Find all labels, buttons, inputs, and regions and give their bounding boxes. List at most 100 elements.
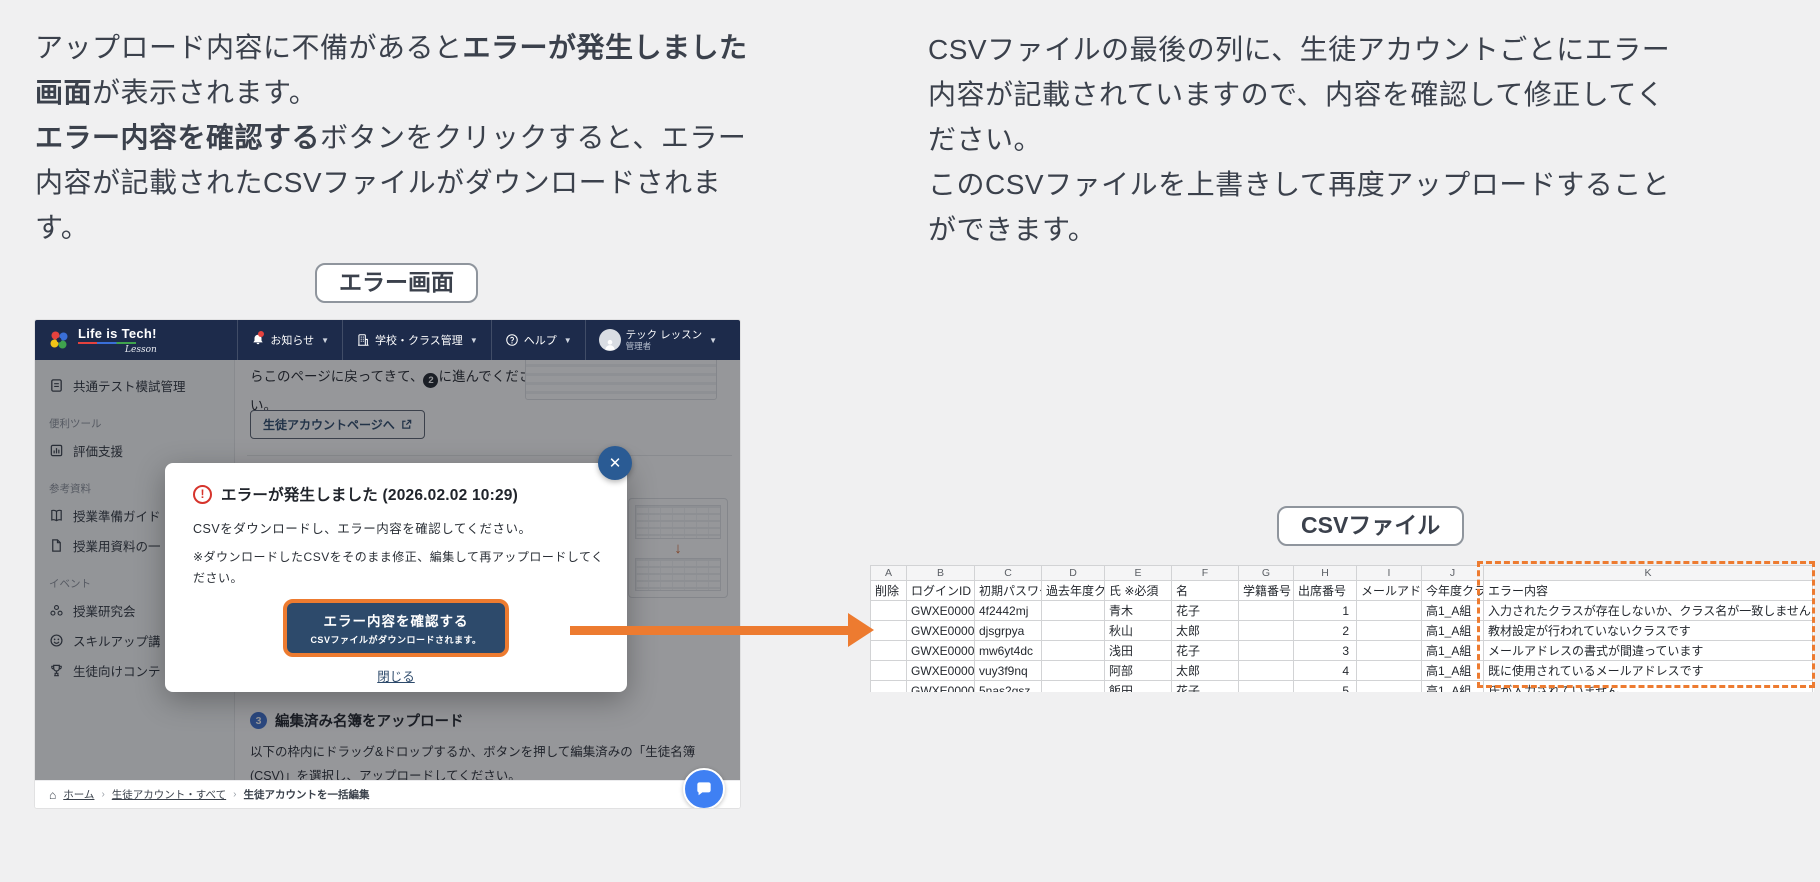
modal-note-text: ※ダウンロードしたCSVをそのまま修正、編集して再アップロードしてください。: [193, 550, 604, 585]
column-letter-cell: A: [870, 565, 907, 581]
csv-cell: [1356, 600, 1422, 621]
user-name: テック レッスン: [625, 328, 703, 341]
csv-cell: [870, 680, 907, 692]
csv-cell: 2: [1293, 620, 1357, 641]
chevron-down-icon: ▼: [563, 335, 572, 345]
csv-cell: [1238, 620, 1294, 641]
student-account-page-button[interactable]: 生徒アカウントページへ: [250, 410, 425, 439]
nav-item-school-class[interactable]: 学校・クラス管理 ▼: [342, 320, 491, 360]
column-letter-cell: B: [906, 565, 975, 581]
sidebar-item-workshop[interactable]: 授業研究会: [49, 595, 234, 625]
csv-cell: [870, 620, 907, 641]
column-letter-cell: J: [1421, 565, 1484, 581]
sidebar-group-tools: 便利ツール: [49, 418, 102, 430]
csv-cell: [1238, 660, 1294, 681]
csv-cell: GWXE00005: [906, 680, 975, 692]
csv-cell: 花子: [1171, 680, 1239, 692]
column-letter-cell: D: [1041, 565, 1105, 581]
user-role: 管理者: [625, 341, 652, 352]
nav-label: 学校・クラス管理: [375, 335, 463, 347]
csv-cell: [870, 600, 907, 621]
csv-cell: [1356, 680, 1422, 692]
instruction-text-part: い。: [250, 398, 277, 413]
csv-cell: 秋山: [1104, 620, 1172, 641]
column-letter-cell: E: [1104, 565, 1172, 581]
sidebar-item-label: 授業準備ガイド: [73, 509, 161, 524]
top-navbar: Life is Tech! Lesson お知らせ ▼ 学校・クラス管理 ▼: [35, 320, 740, 360]
sidebar-item-lesson-materials[interactable]: 授業用資料の一: [49, 530, 234, 560]
left-paragraph: アップロード内容に不備があるとエラーが発生しました画面が表示されます。エラー内容…: [35, 32, 748, 243]
csv-cell: djsgrpya: [974, 620, 1042, 641]
csv-cell: [1238, 680, 1294, 692]
csv-cell: 初期パスワー: [974, 580, 1042, 601]
csv-cell: [1356, 620, 1422, 641]
csv-cell: 高1_A組: [1421, 640, 1484, 661]
thumbnail-image: [635, 505, 721, 539]
csv-cell: mw6yt4dc: [974, 640, 1042, 661]
column-letter-cell: H: [1293, 565, 1357, 581]
chat-button[interactable]: [683, 768, 725, 808]
user-menu[interactable]: テック レッスン 管理者 ▼: [584, 320, 730, 360]
step3-badge: 3: [250, 712, 267, 729]
app-logo[interactable]: Life is Tech! Lesson: [47, 326, 157, 355]
csv-cell: [870, 660, 907, 681]
sidebar-item-label: 授業用資料の一: [73, 539, 161, 554]
sidebar-item-label: 生徒向けコンテ: [73, 664, 161, 679]
person-icon: [604, 339, 615, 350]
sidebar-item-student-content[interactable]: 生徒向けコンテ: [49, 655, 234, 685]
column-letter-cell: F: [1171, 565, 1239, 581]
nav-label: お知らせ: [270, 335, 315, 347]
logo-subtext: Lesson: [125, 344, 157, 355]
sidebar-item-skillup[interactable]: スキルアップ講: [49, 625, 234, 655]
csv-cell: GWXE00002: [906, 620, 975, 641]
breadcrumb-home-link[interactable]: ホーム: [63, 789, 95, 801]
sidebar-item-lesson-guide[interactable]: 授業準備ガイド: [49, 500, 234, 530]
csv-cell: 浅田: [1104, 640, 1172, 661]
instruction-text-part: らこのページに戻ってきて、: [250, 369, 424, 384]
nav-item-help[interactable]: ヘルプ ▼: [490, 320, 585, 360]
csv-cell: 出席番号: [1293, 580, 1357, 601]
logo-text: Life is Tech!: [78, 325, 157, 341]
csv-cell: 過去年度クラ: [1041, 580, 1105, 601]
document-icon: [51, 378, 62, 392]
sidebar-item-label: スキルアップ講: [73, 634, 161, 649]
csv-cell: GWXE00004: [906, 660, 975, 681]
csv-cell: 氏が入力されていません: [1483, 680, 1813, 692]
csv-cell: 高1_A組: [1421, 600, 1484, 621]
csv-cell: 高1_A組: [1421, 660, 1484, 681]
csv-cell: 高1_A組: [1421, 620, 1484, 641]
notification-badge: [258, 331, 265, 337]
nav-item-notifications[interactable]: お知らせ ▼: [237, 320, 342, 360]
upload-instructions: 以下の枠内にドラッグ&ドロップするか、ボタンを押して編集済みの「生徒名簿(CSV…: [250, 745, 696, 783]
csv-cell: [1041, 620, 1105, 641]
csv-cell: 削除: [870, 580, 907, 601]
check-error-details-button[interactable]: エラー内容を確認する CSVファイルがダウンロードされます。: [283, 599, 509, 657]
csv-cell: 既に使用されているメールアドレスです: [1483, 660, 1813, 681]
avatar: [598, 329, 621, 351]
column-letter-cell: G: [1238, 565, 1294, 581]
column-letter-cell: K: [1483, 565, 1813, 581]
close-link[interactable]: 閉じる: [377, 670, 415, 684]
step3-title: 編集済み名簿をアップロード: [275, 714, 464, 730]
csv-cell: 3: [1293, 640, 1357, 661]
breadcrumb-separator: ›: [101, 789, 105, 800]
chevron-down-icon: ▼: [321, 335, 330, 345]
instruction-text-part: に進んでくださ: [438, 369, 533, 384]
sidebar-item-label: 評価支援: [73, 444, 124, 459]
sidebar-item-evaluation[interactable]: 評価支援: [49, 435, 234, 465]
csv-cell: 今年度クラス: [1421, 580, 1484, 601]
csv-cell: 入力されたクラスが存在しないか、クラス名が一致しません: [1483, 600, 1813, 621]
csv-cell: [1356, 660, 1422, 681]
sidebar-item-mock-exam[interactable]: 共通テスト模試管理: [49, 370, 234, 400]
sidebar-group-reference: 参考資料: [49, 483, 91, 495]
sidebar-item-label: 共通テスト模試管理: [73, 379, 186, 394]
breadcrumb-accounts-link[interactable]: 生徒アカウント・すべて: [111, 789, 227, 801]
community-icon: [50, 604, 63, 616]
chevron-down-icon: ▼: [469, 335, 478, 345]
error-screen-label: エラー画面: [315, 263, 478, 303]
csv-cell: 5: [1293, 680, 1357, 692]
modal-close-button[interactable]: ✕: [598, 446, 632, 480]
sidebar-group-events: イベント: [49, 578, 91, 590]
